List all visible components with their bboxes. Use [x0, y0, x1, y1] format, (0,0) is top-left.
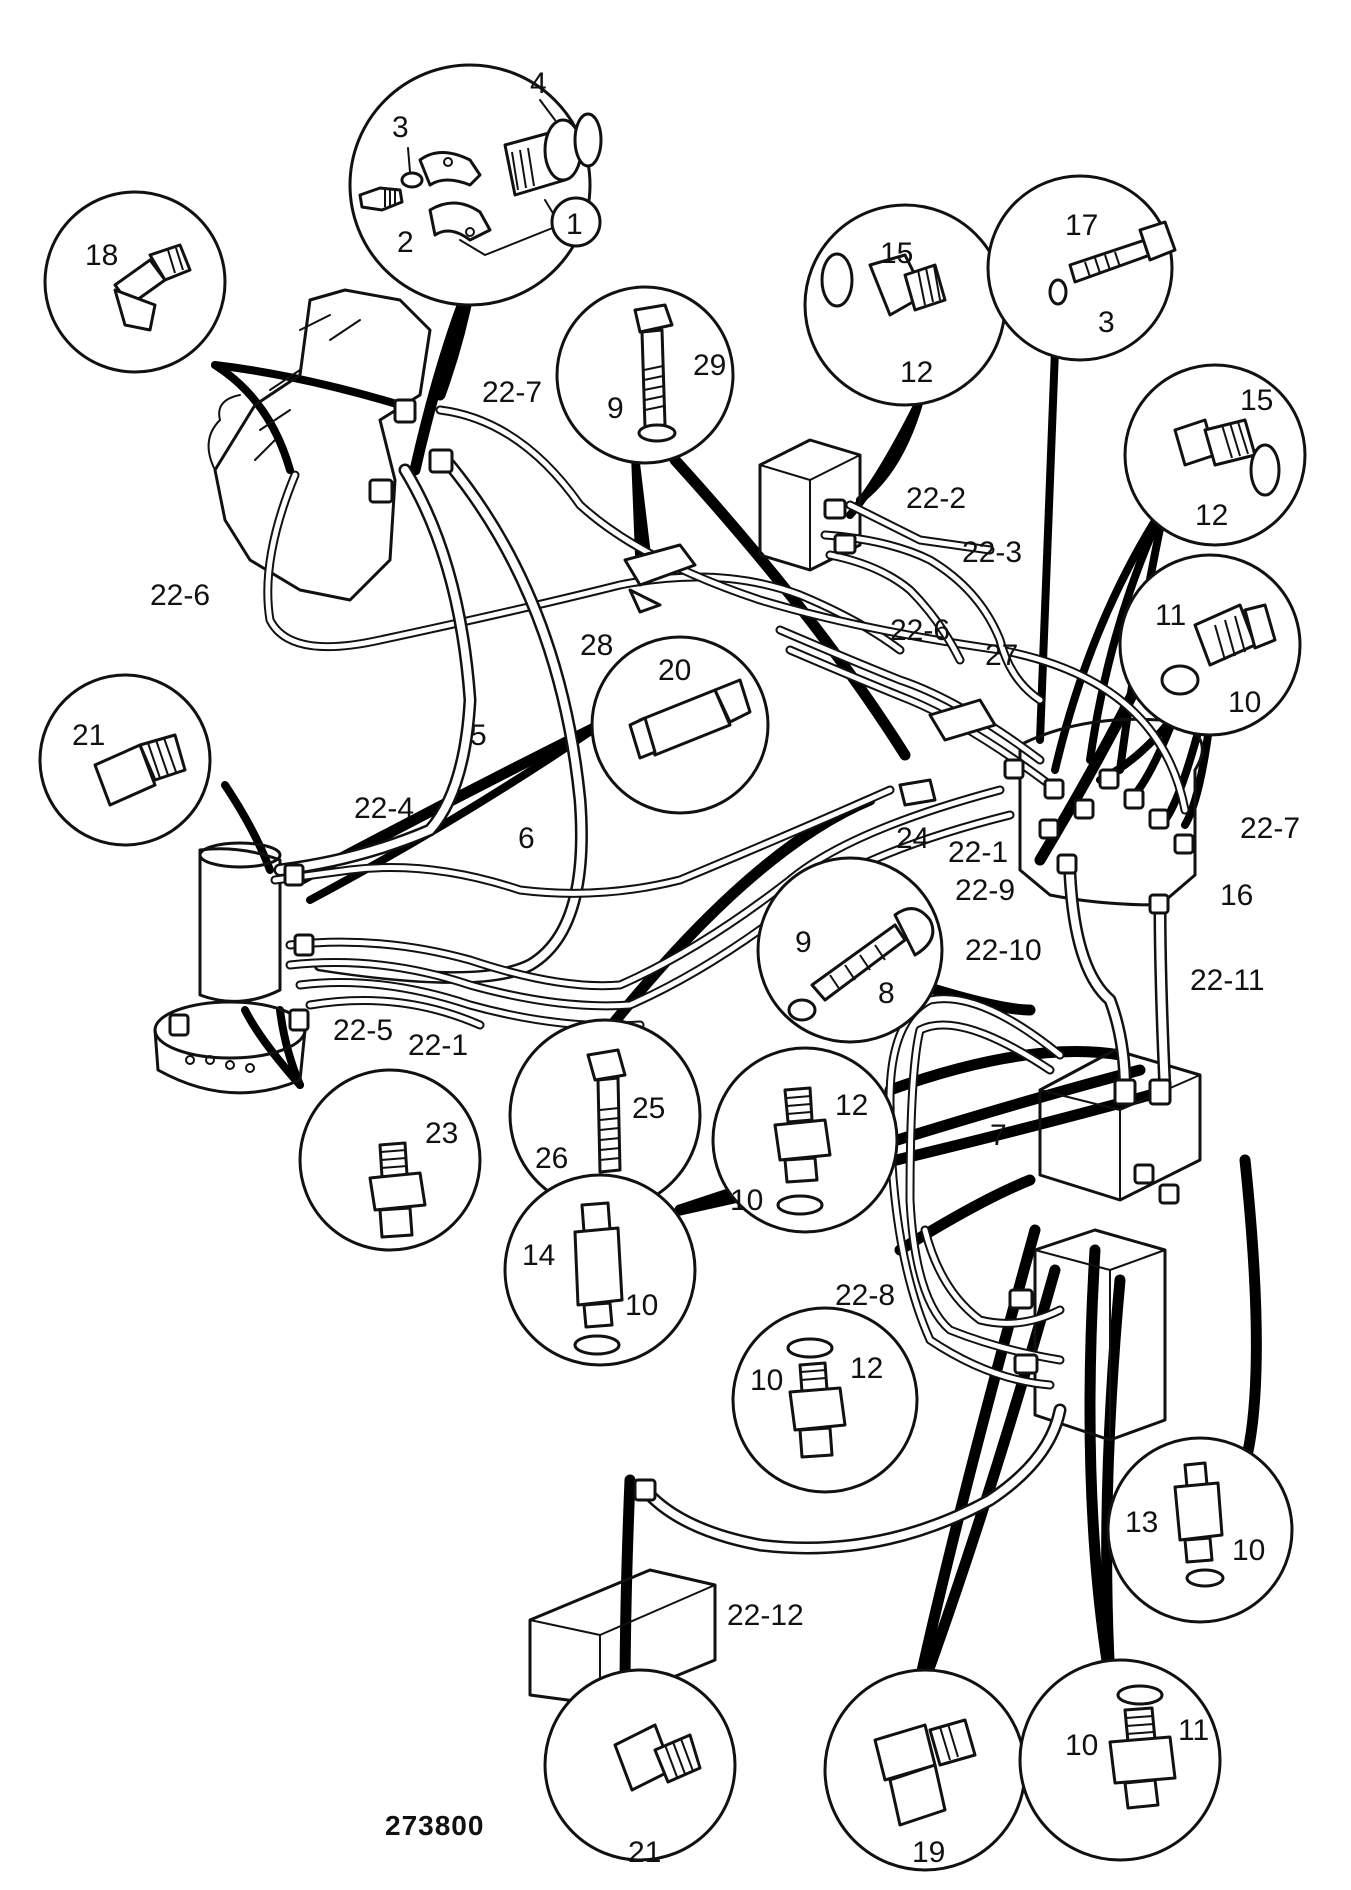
label-19: 19 — [912, 1836, 945, 1869]
callout-12-15-adapter: 15 12 — [1123, 363, 1307, 547]
label-9-a: 9 — [607, 392, 624, 425]
label-22-9: 22-9 — [955, 874, 1015, 907]
label-3: 3 — [392, 111, 409, 144]
callout-21-adapter-left: 21 — [38, 673, 212, 847]
label-22-3: 22-3 — [962, 536, 1022, 569]
label-21-b: 21 — [628, 1836, 661, 1869]
hoses-and-pipes — [263, 405, 1190, 1555]
label-7: 7 — [990, 1119, 1007, 1152]
callout-18-elbow-fitting: 18 — [43, 190, 227, 374]
callout-flange-kit: 1 3 2 4 — [348, 63, 603, 307]
label-22-2: 22-2 — [906, 482, 966, 515]
valve-block-lower-right — [1033, 1228, 1167, 1442]
machine-fittings — [168, 398, 1195, 1502]
label-22-1-center: 22-1 — [948, 836, 1008, 869]
label-10-b: 10 — [730, 1184, 763, 1217]
callout-13-union: 13 10 — [1106, 1436, 1294, 1624]
label-22-7-top: 22-7 — [482, 376, 542, 409]
label-10-d: 10 — [750, 1364, 783, 1397]
label-27: 27 — [985, 639, 1018, 672]
callout-17-bolt: 17 3 — [986, 174, 1177, 362]
label-11-a: 11 — [1155, 599, 1186, 632]
callout-10-12-adapter-lower: 10 12 — [731, 1306, 919, 1494]
label-3-b: 3 — [1098, 306, 1115, 339]
label-22-12: 22-12 — [727, 1599, 804, 1632]
label-29: 29 — [693, 349, 726, 382]
label-12-b: 12 — [1195, 499, 1228, 532]
valve-block-top-left — [207, 288, 432, 602]
drawing-reference-number: 273800 — [385, 1810, 484, 1841]
callout-29-bolt: 29 9 — [555, 285, 735, 465]
label-22-6-left: 22-6 — [150, 579, 210, 612]
label-22-1-left: 22-1 — [408, 1029, 468, 1062]
label-6: 6 — [518, 822, 535, 855]
callout-23-adapter: 23 — [298, 1068, 482, 1252]
label-1: 1 — [566, 208, 583, 241]
label-5: 5 — [470, 719, 487, 752]
label-20: 20 — [658, 654, 691, 687]
label-22-7-right: 22-7 — [1240, 812, 1300, 845]
label-26: 26 — [535, 1142, 568, 1175]
label-25: 25 — [632, 1092, 665, 1125]
label-12-d: 12 — [850, 1352, 883, 1385]
label-21-a: 21 — [72, 719, 105, 752]
label-10-e: 10 — [1232, 1534, 1265, 1567]
label-10-a: 10 — [1228, 686, 1261, 719]
label-14: 14 — [522, 1239, 555, 1272]
label-11-b: 11 — [1178, 1714, 1209, 1747]
label-9-b: 9 — [795, 926, 812, 959]
label-22-6-center: 22-6 — [890, 614, 950, 647]
label-13: 13 — [1125, 1506, 1158, 1539]
clamp-27 — [898, 698, 997, 807]
label-22-8: 22-8 — [835, 1279, 895, 1312]
callout-11-10-adapter: 11 10 — [1118, 553, 1302, 737]
label-23: 23 — [425, 1117, 458, 1150]
label-22-5: 22-5 — [333, 1014, 393, 1047]
callout-10-11-adapter-bottom: 10 11 — [1018, 1658, 1222, 1862]
label-16: 16 — [1220, 879, 1253, 912]
clamp-28 — [623, 543, 697, 614]
label-18: 18 — [85, 239, 118, 272]
label-28: 28 — [580, 629, 613, 662]
callout-12-10-adapter-middle: 12 10 — [711, 1046, 899, 1234]
valve-block-7 — [1038, 1048, 1202, 1202]
label-2: 2 — [397, 226, 414, 259]
callout-20-union: 20 — [590, 635, 770, 815]
callout-8-bolt: 9 8 — [756, 856, 944, 1044]
machine-labels: 22-7 22-2 22-3 22-6 28 22-6 27 5 22-4 6 … — [150, 376, 1300, 1632]
label-12-c: 12 — [835, 1089, 868, 1122]
label-4: 4 — [530, 67, 547, 100]
callout-25-bolt: 25 26 — [508, 1018, 702, 1212]
label-15-a: 15 — [880, 237, 913, 270]
label-24: 24 — [896, 822, 929, 855]
callout-15-12-adapter: 15 12 — [803, 203, 1007, 407]
label-17: 17 — [1065, 209, 1098, 242]
label-22-11: 22-11 — [1190, 964, 1265, 997]
label-22-4: 22-4 — [354, 792, 414, 825]
callout-21-adapter-bottom: 21 — [543, 1668, 737, 1869]
label-15-b: 15 — [1240, 384, 1273, 417]
label-22-10: 22-10 — [965, 934, 1042, 967]
manifold-block-16 — [1018, 717, 1204, 907]
label-8: 8 — [878, 977, 895, 1010]
label-10-c: 10 — [625, 1289, 658, 1322]
valve-block-top-center — [758, 438, 862, 572]
label-12-a: 12 — [900, 356, 933, 389]
label-10-f: 10 — [1065, 1729, 1098, 1762]
callout-19-elbow: 19 — [823, 1668, 1027, 1872]
callout-14-union: 14 10 — [503, 1173, 697, 1367]
